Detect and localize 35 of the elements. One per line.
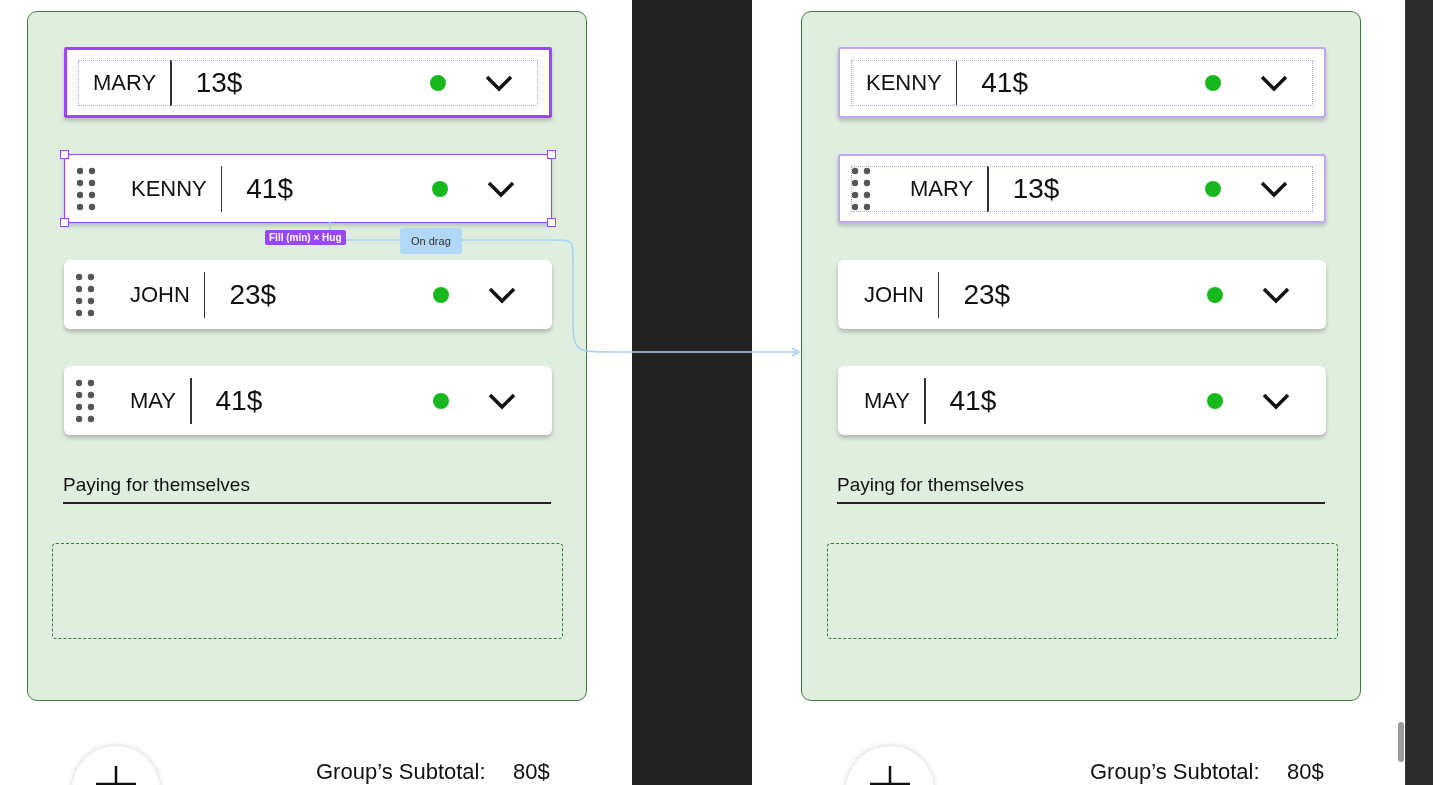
list-item-card (838, 47, 1326, 118)
person-name: JOHN (129, 281, 191, 308)
amount: 23$ (228, 278, 278, 311)
person-name: MAY (129, 387, 178, 414)
section-heading: Paying for themselves (837, 474, 1024, 496)
person-name: JOHN (863, 281, 925, 308)
frame-panel (801, 11, 1361, 701)
list-item-card (838, 260, 1326, 329)
amount: 41$ (980, 66, 1029, 99)
section-heading: Paying for themselves (63, 474, 250, 496)
subtotal-text: Group’s Subtotal: (1090, 760, 1260, 784)
subtotal-text: Group’s Subtotal: (316, 760, 486, 784)
list-item-card (838, 154, 1326, 223)
subtotal-text: 80$ (513, 760, 550, 784)
size-tag: Fill (min) × Hug (265, 230, 346, 245)
amount: 23$ (962, 278, 1012, 311)
amount: 41$ (214, 384, 264, 417)
person-name: KENNY (130, 175, 208, 202)
frame-panel (27, 11, 587, 701)
drop-zone (52, 543, 563, 639)
amount: 13$ (194, 66, 244, 99)
person-name: MAY (863, 387, 912, 414)
person-name: MARY (92, 69, 158, 96)
list-item-card (838, 366, 1326, 435)
person-name: KENNY (865, 69, 943, 96)
drop-zone (827, 543, 1338, 639)
subtotal-text: 80$ (1287, 760, 1324, 784)
amount: 13$ (1011, 172, 1061, 205)
edge-label: On drag (400, 228, 462, 254)
person-name: MARY (909, 175, 975, 202)
list-item-card (64, 366, 552, 435)
list-item-card (64, 260, 552, 329)
list-item-card (64, 47, 552, 118)
amount: 41$ (245, 172, 294, 205)
amount: 41$ (948, 384, 998, 417)
